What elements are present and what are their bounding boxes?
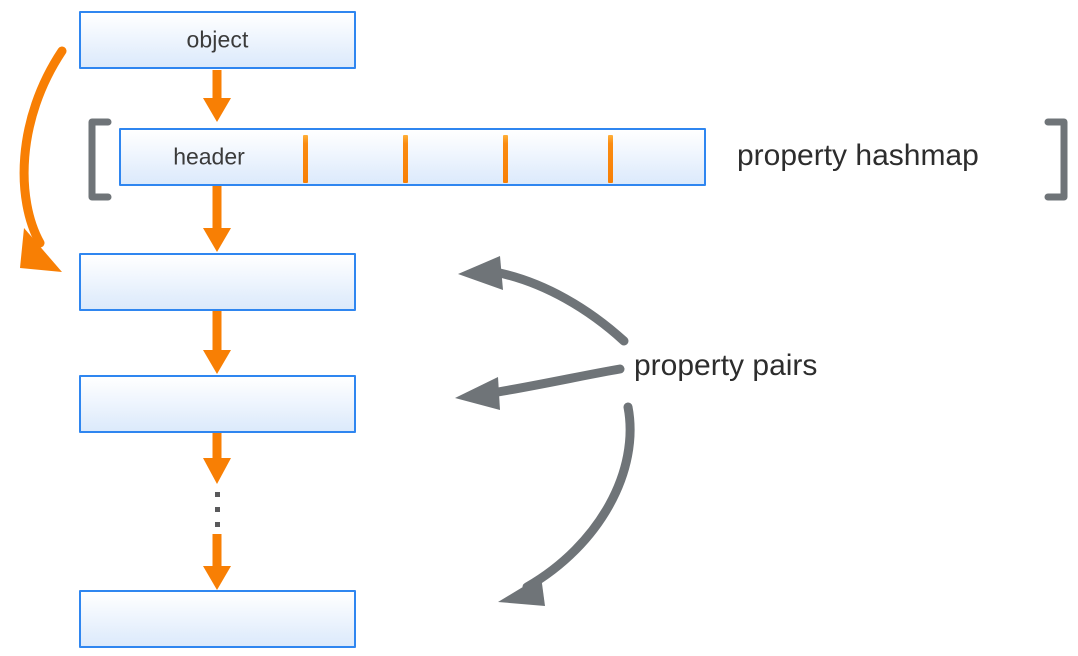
property-pairs-label: property pairs <box>634 349 818 382</box>
property-hashmap-label: property hashmap <box>737 139 979 172</box>
hashmap-slot-tick-2 <box>403 135 408 183</box>
callout-arrow-middle <box>455 364 625 410</box>
bracket-right-icon <box>1044 118 1068 201</box>
ellipsis-dot-1 <box>215 492 220 497</box>
bracket-left-icon <box>88 118 112 201</box>
hashmap-slot-tick-1 <box>303 135 308 183</box>
object-to-pair-curved-arrow <box>19 46 67 272</box>
hashmap-slot-tick-3 <box>503 135 508 183</box>
hashmap-header-label: header <box>173 143 245 170</box>
hashmap-slot-tick-4 <box>608 135 613 183</box>
hashmap-bar[interactable]: header <box>119 128 706 186</box>
property-pair-box-3[interactable] <box>79 590 356 648</box>
property-pair-box-2[interactable] <box>79 375 356 433</box>
property-pair-box-1[interactable] <box>79 253 356 311</box>
object-box[interactable]: object <box>79 11 356 69</box>
callout-arrow-upper <box>458 256 629 346</box>
ellipsis-dot-3 <box>215 522 220 527</box>
object-box-label: object <box>186 26 249 53</box>
callout-arrow-lower <box>498 402 635 606</box>
ellipsis-dot-2 <box>215 507 220 512</box>
